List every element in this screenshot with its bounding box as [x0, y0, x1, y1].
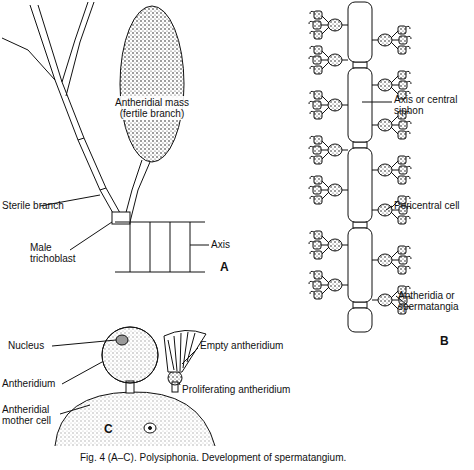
panel-a-drawing	[2, 2, 209, 272]
label-text: Axis or central siphon	[394, 94, 470, 116]
label-text: Empty antheridium	[200, 340, 310, 351]
panel-letter: B	[440, 336, 460, 347]
label-text: Male trichoblast	[30, 242, 90, 264]
panel-letter: A	[220, 262, 240, 273]
label-text: Antheridial mass (fertile branch)	[110, 96, 194, 120]
figure-caption: Fig. 4 (A–C). Polysiphonia. Development …	[80, 452, 470, 463]
label-text: Antheridia or spermatangia	[398, 290, 472, 312]
label-text: Pericentral cell	[394, 200, 464, 211]
label-text: Axis	[211, 239, 251, 250]
panel-letter: C	[104, 424, 124, 435]
label-text: Antheridium	[2, 378, 67, 389]
label-text: Nucleus	[8, 340, 58, 351]
label-text: Antheridial mother cell	[2, 404, 62, 426]
label-text: Proliferating antheridium	[182, 384, 312, 395]
panel-b-drawing	[309, 2, 411, 332]
label-text: Sterile branch	[2, 200, 72, 211]
